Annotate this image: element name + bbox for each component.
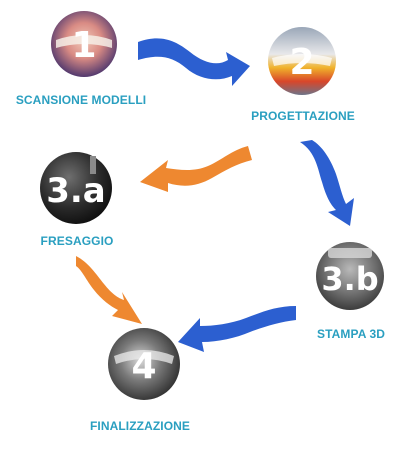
node-finalizzazione: 4 [108,328,180,400]
node-progettazione: 2 [268,27,336,95]
svg-text:3.a: 3.a [46,171,106,211]
label-fresaggio: FRESAGGIO [40,234,114,248]
label-finalizzazione: FINALIZZAZIONE [89,419,191,433]
teeth-icon [56,35,112,48]
label-scansione: SCANSIONE MODELLI [15,93,147,107]
node-fresaggio: 3.a [40,152,112,224]
arrow-progettazione-to-fresaggio [140,146,252,192]
arrow-progettazione-to-stampa [300,140,354,226]
svg-text:1: 1 [71,25,96,66]
svg-text:4: 4 [131,346,156,387]
node-stampa: 3.b [316,242,384,310]
label-progettazione: PROGETTAZIONE [251,109,355,123]
teeth-icon [272,54,332,66]
label-stampa: STAMPA 3D [316,327,386,341]
printer-icon [328,248,372,258]
svg-text:2: 2 [289,42,314,83]
arrow-stampa-to-finalizzazione [178,306,296,352]
crowns-icon [114,350,174,364]
node-scansione: 1 [51,11,117,77]
arrow-fresaggio-to-finalizzazione [76,256,142,324]
arrow-scansione-to-progettazione [138,38,250,86]
milling-tool-icon [90,156,96,174]
svg-text:3.b: 3.b [321,260,378,298]
